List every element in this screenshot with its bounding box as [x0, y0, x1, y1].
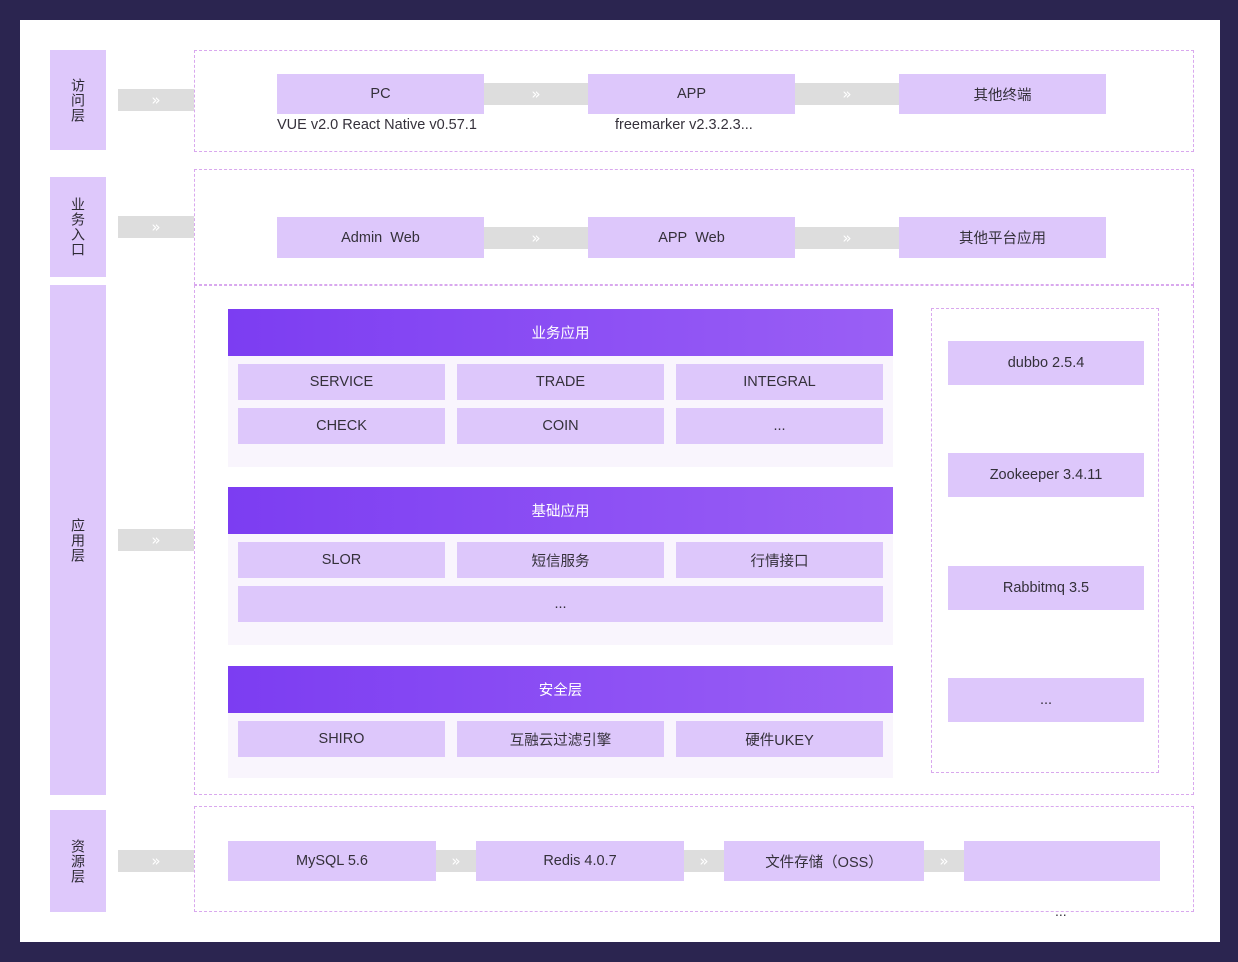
- panel-security: 安全层 SHIRO 互融云过滤引擎 硬件UKEY: [228, 666, 893, 778]
- app-cell-integral[interactable]: INTEGRAL: [676, 364, 883, 400]
- diagram-canvas: 访问层 » PC » APP » 其他终端 VUE v2.0 React Nat…: [20, 20, 1220, 942]
- basic-cell-slor[interactable]: SLOR: [238, 542, 445, 578]
- middleware-item-zookeeper[interactable]: Zookeeper 3.4.11: [948, 453, 1144, 497]
- basic-cell-quote-api[interactable]: 行情接口: [676, 542, 883, 578]
- middleware-item-more[interactable]: ...: [948, 678, 1144, 722]
- panel-row: CHECK COIN ...: [238, 408, 883, 444]
- group-box-resource: [194, 806, 1194, 912]
- chevron-right-icon: »: [531, 84, 541, 103]
- group-box-application: [194, 285, 1194, 795]
- access-item-pc[interactable]: PC: [277, 74, 484, 114]
- panel-grid-business-application: SERVICE TRADE INTEGRAL CHECK COIN ...: [238, 364, 883, 444]
- chevron-right-icon: »: [151, 851, 161, 870]
- security-cell-filter-engine[interactable]: 互融云过滤引擎: [457, 721, 664, 757]
- access-caption-app: freemarker v2.3.2.3...: [615, 117, 753, 133]
- connector-mysql-redis: »: [436, 850, 476, 872]
- panel-title-security: 安全层: [228, 666, 893, 713]
- panel-title-business-application: 业务应用: [228, 309, 893, 356]
- access-caption-pc: VUE v2.0 React Native v0.57.1: [277, 117, 477, 133]
- security-cell-shiro[interactable]: SHIRO: [238, 721, 445, 757]
- entry-item-app-web[interactable]: APP Web: [588, 217, 795, 258]
- entry-item-admin-web[interactable]: Admin Web: [277, 217, 484, 258]
- app-cell-coin[interactable]: COIN: [457, 408, 664, 444]
- basic-cell-more[interactable]: ...: [238, 586, 883, 622]
- middleware-item-rabbitmq[interactable]: Rabbitmq 3.5: [948, 566, 1144, 610]
- connector-admin-appweb: »: [484, 227, 588, 249]
- resource-item-mysql[interactable]: MySQL 5.6: [228, 841, 436, 881]
- connector-business-entry: »: [118, 216, 194, 238]
- chevron-right-icon: »: [151, 217, 161, 236]
- chevron-right-icon: »: [842, 84, 852, 103]
- panel-row: ...: [238, 586, 883, 622]
- access-item-app[interactable]: APP: [588, 74, 795, 114]
- app-cell-check[interactable]: CHECK: [238, 408, 445, 444]
- panel-row: SLOR 短信服务 行情接口: [238, 542, 883, 578]
- panel-title-basic-application: 基础应用: [228, 487, 893, 534]
- app-cell-service[interactable]: SERVICE: [238, 364, 445, 400]
- app-cell-trade[interactable]: TRADE: [457, 364, 664, 400]
- entry-item-other-platform[interactable]: 其他平台应用: [899, 217, 1106, 258]
- connector-application: »: [118, 529, 194, 551]
- connector-redis-oss: »: [684, 850, 724, 872]
- security-cell-hardware-ukey[interactable]: 硬件UKEY: [676, 721, 883, 757]
- chevron-right-icon: »: [939, 851, 949, 870]
- group-box-access: [194, 50, 1194, 152]
- resource-item-file-storage-oss[interactable]: 文件存储（OSS）: [724, 841, 924, 881]
- connector-pc-app: »: [484, 83, 588, 105]
- basic-cell-sms-service[interactable]: 短信服务: [457, 542, 664, 578]
- panel-grid-security: SHIRO 互融云过滤引擎 硬件UKEY: [238, 721, 883, 757]
- panel-row: SERVICE TRADE INTEGRAL: [238, 364, 883, 400]
- resource-item-redis[interactable]: Redis 4.0.7: [476, 841, 684, 881]
- chevron-right-icon: »: [451, 851, 461, 870]
- layer-label-business-entry: 业务入口: [50, 177, 106, 277]
- resource-item-more[interactable]: [964, 841, 1160, 881]
- connector-oss-more: »: [924, 850, 964, 872]
- group-box-business-entry: [194, 169, 1194, 285]
- layer-label-resource: 资源层: [50, 810, 106, 912]
- chevron-right-icon: »: [699, 851, 709, 870]
- group-box-middleware: dubbo 2.5.4 Zookeeper 3.4.11 Rabbitmq 3.…: [931, 308, 1159, 773]
- chevron-right-icon: »: [151, 90, 161, 109]
- chevron-right-icon: »: [842, 228, 852, 247]
- panel-grid-basic-application: SLOR 短信服务 行情接口 ...: [238, 542, 883, 622]
- layer-label-application: 应用层: [50, 285, 106, 795]
- chevron-right-icon: »: [531, 228, 541, 247]
- layer-label-access: 访问层: [50, 50, 106, 150]
- connector-access: »: [118, 89, 194, 111]
- app-cell-more[interactable]: ...: [676, 408, 883, 444]
- connector-resource: »: [118, 850, 194, 872]
- access-item-other-terminal[interactable]: 其他终端: [899, 74, 1106, 114]
- panel-basic-application: 基础应用 SLOR 短信服务 行情接口 ...: [228, 487, 893, 645]
- connector-appweb-other: »: [795, 227, 899, 249]
- resource-more-ellipsis: ...: [1055, 903, 1067, 919]
- connector-app-other: »: [795, 83, 899, 105]
- chevron-right-icon: »: [151, 530, 161, 549]
- panel-business-application: 业务应用 SERVICE TRADE INTEGRAL CHECK COIN .…: [228, 309, 893, 467]
- middleware-item-dubbo[interactable]: dubbo 2.5.4: [948, 341, 1144, 385]
- panel-row: SHIRO 互融云过滤引擎 硬件UKEY: [238, 721, 883, 757]
